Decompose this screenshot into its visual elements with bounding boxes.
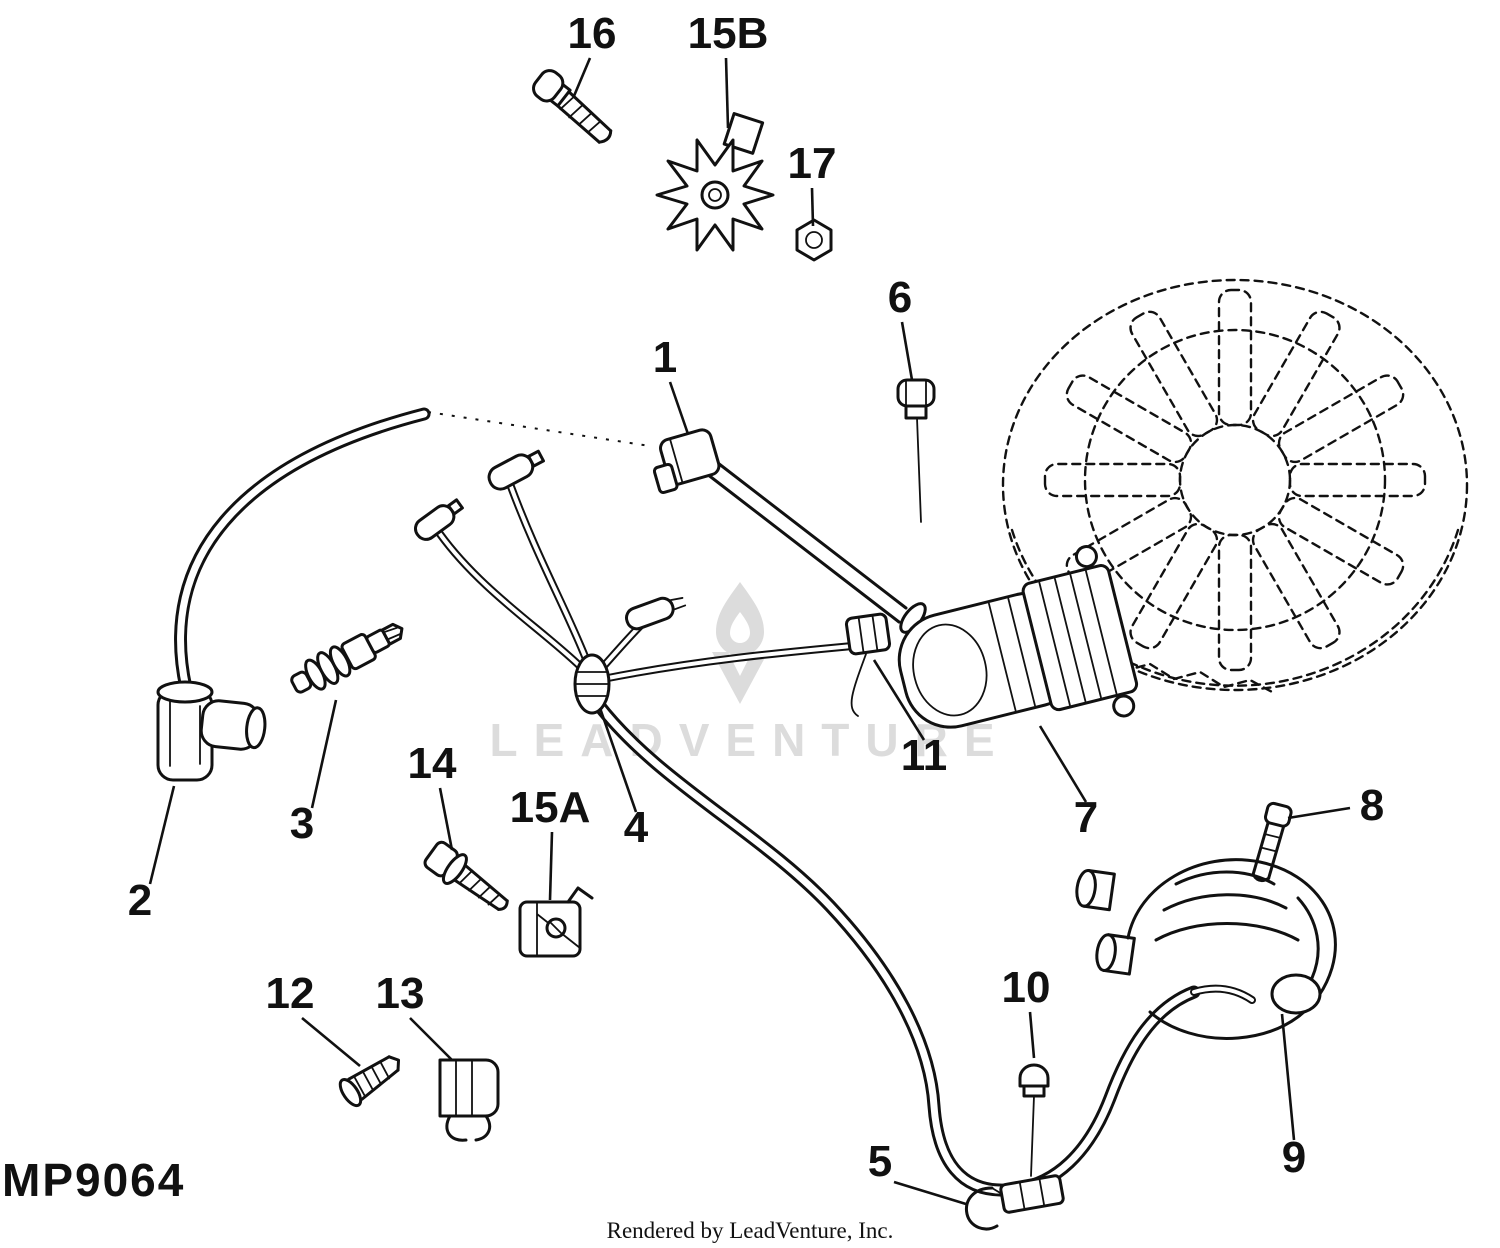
callout-2: 2 — [128, 876, 152, 925]
bolt-8 — [1251, 801, 1293, 883]
part-1-terminal — [652, 428, 721, 495]
leader-12 — [301, 1016, 361, 1068]
footer-credit: Rendered by LeadVenture, Inc. — [607, 1218, 894, 1243]
screw-12 — [338, 1055, 401, 1108]
leader-10 — [1028, 1011, 1036, 1059]
ignition-coil — [897, 545, 1139, 729]
watermark-logo — [712, 582, 768, 704]
leader-2 — [148, 785, 176, 885]
callout-13: 13 — [376, 969, 425, 1018]
callout-15b: 15B — [688, 9, 769, 58]
callout-11: 11 — [901, 731, 948, 780]
leader-8 — [1287, 806, 1351, 820]
callout-9: 9 — [1282, 1133, 1306, 1182]
clip-5 — [964, 1186, 1003, 1231]
watermark-text: LEADVENTURE — [489, 714, 1010, 766]
callout-6: 6 — [888, 273, 912, 322]
bracket-9 — [1075, 858, 1337, 1040]
callout-17: 17 — [788, 139, 837, 188]
impeller-15b — [655, 112, 775, 252]
callout-3: 3 — [290, 799, 314, 848]
leader-4 — [598, 707, 638, 813]
leader-16 — [572, 57, 592, 97]
leader-5 — [893, 1180, 967, 1206]
callout-8: 8 — [1360, 781, 1384, 830]
callout-15a: 15A — [510, 783, 591, 832]
leader-3 — [310, 699, 338, 809]
connector-11 — [844, 612, 892, 717]
harness-connector-a — [487, 449, 545, 491]
nut-17 — [795, 218, 833, 262]
clip-13 — [438, 1058, 500, 1142]
leader-15b — [724, 57, 730, 129]
leader-1 — [668, 381, 690, 435]
callout-4: 4 — [624, 803, 649, 852]
leader-11 — [872, 659, 926, 741]
leader-15a — [548, 831, 554, 901]
callout-10: 10 — [1002, 963, 1051, 1012]
leader-9 — [1280, 1013, 1296, 1141]
callout-1: 1 — [653, 333, 677, 382]
callout-7: 7 — [1074, 793, 1098, 842]
spark-plug — [290, 622, 404, 694]
callouts: 16 15B 17 6 1 2 3 14 15A 4 11 7 8 12 13 … — [128, 9, 1384, 1206]
spark-plug-boot — [156, 680, 267, 782]
bolt-10 — [999, 1063, 1065, 1214]
callout-12: 12 — [266, 969, 315, 1018]
callout-5: 5 — [868, 1137, 892, 1186]
diagram-part-code: MP9064 — [2, 1154, 185, 1206]
harness-grommet — [573, 653, 611, 715]
wiring-harness — [436, 480, 1201, 1197]
harness-connector-b — [413, 498, 464, 541]
clamp-15a — [518, 886, 594, 958]
leader-13 — [409, 1017, 453, 1061]
callout-14: 14 — [408, 739, 457, 788]
leader-7 — [1038, 725, 1088, 803]
callout-16: 16 — [568, 9, 617, 58]
bolt-6 — [896, 378, 936, 523]
leader-17 — [810, 187, 815, 227]
harness-connector-c — [625, 596, 687, 631]
leader-14 — [438, 787, 454, 851]
leader-6 — [900, 321, 914, 381]
bolt-14 — [423, 840, 509, 911]
spark-plug-wire — [174, 407, 651, 695]
bolt-16 — [532, 69, 613, 144]
